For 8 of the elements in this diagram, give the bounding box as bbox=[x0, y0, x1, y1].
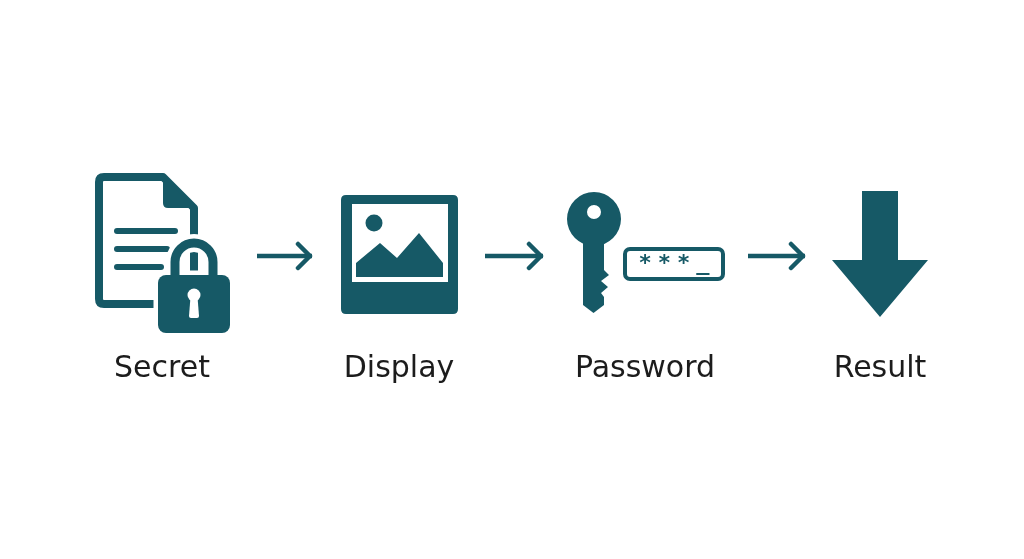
password-field: ***_ bbox=[623, 247, 725, 281]
node-label: Result bbox=[833, 349, 927, 385]
arrow bbox=[485, 241, 544, 271]
node-label: Password bbox=[574, 349, 716, 385]
arrow bbox=[748, 241, 806, 271]
arrow bbox=[257, 241, 313, 271]
node-label: Display bbox=[343, 349, 455, 385]
node-label: Secret bbox=[114, 349, 210, 385]
